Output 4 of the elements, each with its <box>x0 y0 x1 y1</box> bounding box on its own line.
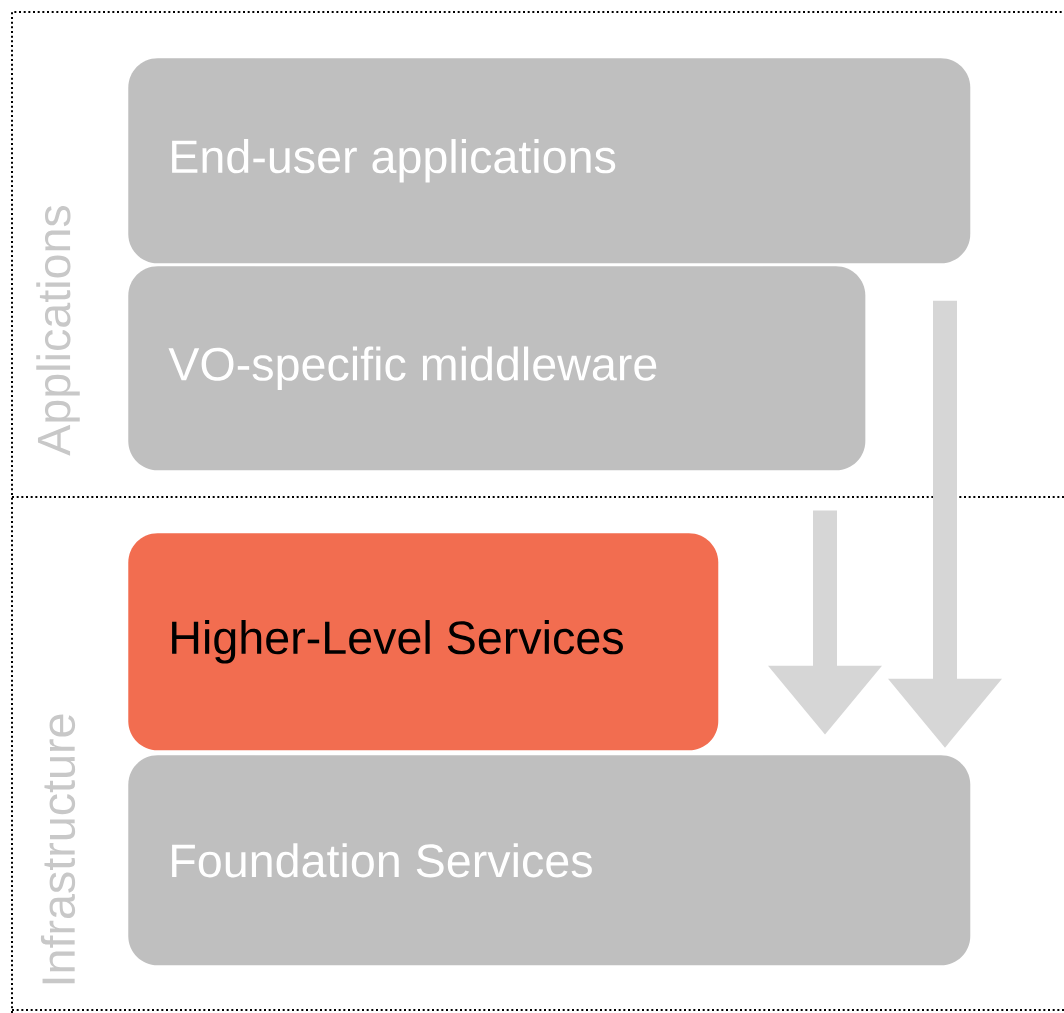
layer-box: Foundation Services <box>128 755 971 966</box>
layer-box: Higher-Level Services <box>128 533 719 751</box>
layer-box: VO-specific middleware <box>128 266 866 471</box>
layer-box: End-user applications <box>128 58 971 264</box>
